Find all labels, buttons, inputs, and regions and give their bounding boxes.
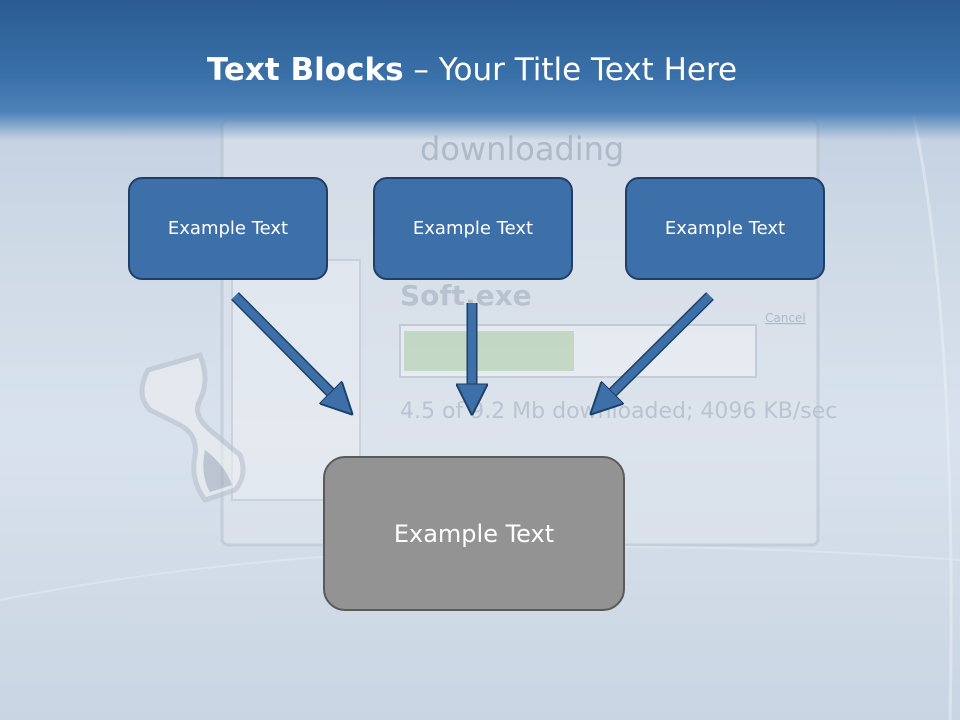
arrow-right [597, 293, 713, 408]
page-title: Text Blocks – Your Title Text Here [0, 52, 944, 88]
text-block-top-left[interactable]: Example Text [128, 177, 328, 280]
dialog-filename: Soft.exe [400, 279, 532, 312]
title-dash: – [403, 52, 439, 88]
text-block-center[interactable]: Example Text [323, 456, 625, 611]
header-band [0, 0, 960, 140]
arrow-left [232, 293, 346, 408]
text-block-top-right[interactable]: Example Text [625, 177, 825, 280]
progress-fill [404, 331, 574, 371]
hourglass-icon [139, 351, 246, 503]
title-rest: Your Title Text Here [438, 52, 738, 88]
title-bold: Text Blocks [206, 52, 404, 88]
dialog-cancel-link: Cancel [765, 311, 806, 325]
text-block-top-middle[interactable]: Example Text [373, 177, 573, 280]
